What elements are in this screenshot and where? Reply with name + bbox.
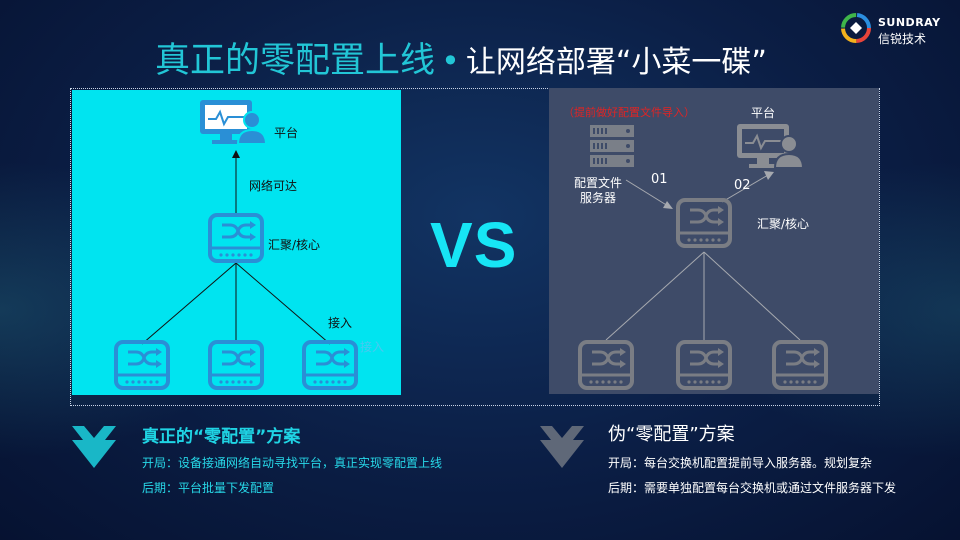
- access-switch-icon: [208, 340, 264, 390]
- core-switch-icon: [676, 198, 732, 248]
- access-switch-icon: [114, 340, 170, 390]
- logo-brand: SUNDRAY: [878, 16, 941, 29]
- page-title: 真正的零配置上线•让网络部署“小菜一碟”: [155, 38, 845, 90]
- title-main: 真正的零配置上线: [155, 41, 436, 81]
- right-core-label: 汇聚/核心: [757, 217, 810, 231]
- title-separator: •: [441, 42, 460, 80]
- server-label-2: 服务器: [580, 191, 617, 205]
- logo-icon: [841, 13, 871, 43]
- access-switch-icon: [302, 340, 358, 390]
- diagram-frame: [70, 88, 880, 406]
- pseudo-zero-config-line1: 开局：每台交换机配置提前导入服务器。规划复杂: [608, 456, 873, 470]
- step-01-label: 01: [651, 172, 668, 187]
- company-logo: SUNDRAY 信锐技术: [838, 10, 950, 48]
- platform-icon: [200, 100, 268, 145]
- platform-icon: [737, 124, 805, 169]
- left-access-label: 接入: [328, 316, 353, 330]
- pseudo-zero-config-line2: 后期：需要单独配置每台交换机或通过文件服务器下发: [608, 481, 897, 495]
- left-access-label-faint: 接入: [360, 340, 385, 354]
- server-icon: [590, 125, 634, 167]
- preimport-note: （提前做好配置文件导入）: [563, 106, 695, 119]
- pseudo-zero-config-heading: 伪“零配置”方案: [608, 424, 735, 445]
- core-switch-icon: [208, 213, 264, 263]
- access-switch-icon: [676, 340, 732, 390]
- reachable-label: 网络可达: [249, 179, 298, 193]
- step-02-label: 02: [734, 178, 751, 193]
- versus-label: VS: [430, 209, 518, 281]
- true-zero-config-line1: 开局：设备接通网络自动寻找平台，真正实现零配置上线: [142, 456, 443, 470]
- true-zero-config-line2: 后期：平台批量下发配置: [142, 481, 275, 495]
- access-switch-icon: [772, 340, 828, 390]
- access-switch-icon: [578, 340, 634, 390]
- true-zero-config-heading: 真正的“零配置”方案: [142, 427, 301, 447]
- chevron-down-icon: [540, 426, 584, 468]
- title-sub: 让网络部署“小菜一碟”: [465, 45, 767, 80]
- logo-name: 信锐技术: [878, 32, 927, 46]
- right-platform-label: 平台: [751, 106, 776, 120]
- chevron-down-icon: [72, 426, 116, 468]
- left-platform-label: 平台: [274, 126, 299, 140]
- server-label-1: 配置文件: [574, 176, 623, 190]
- left-core-label: 汇聚/核心: [268, 238, 321, 252]
